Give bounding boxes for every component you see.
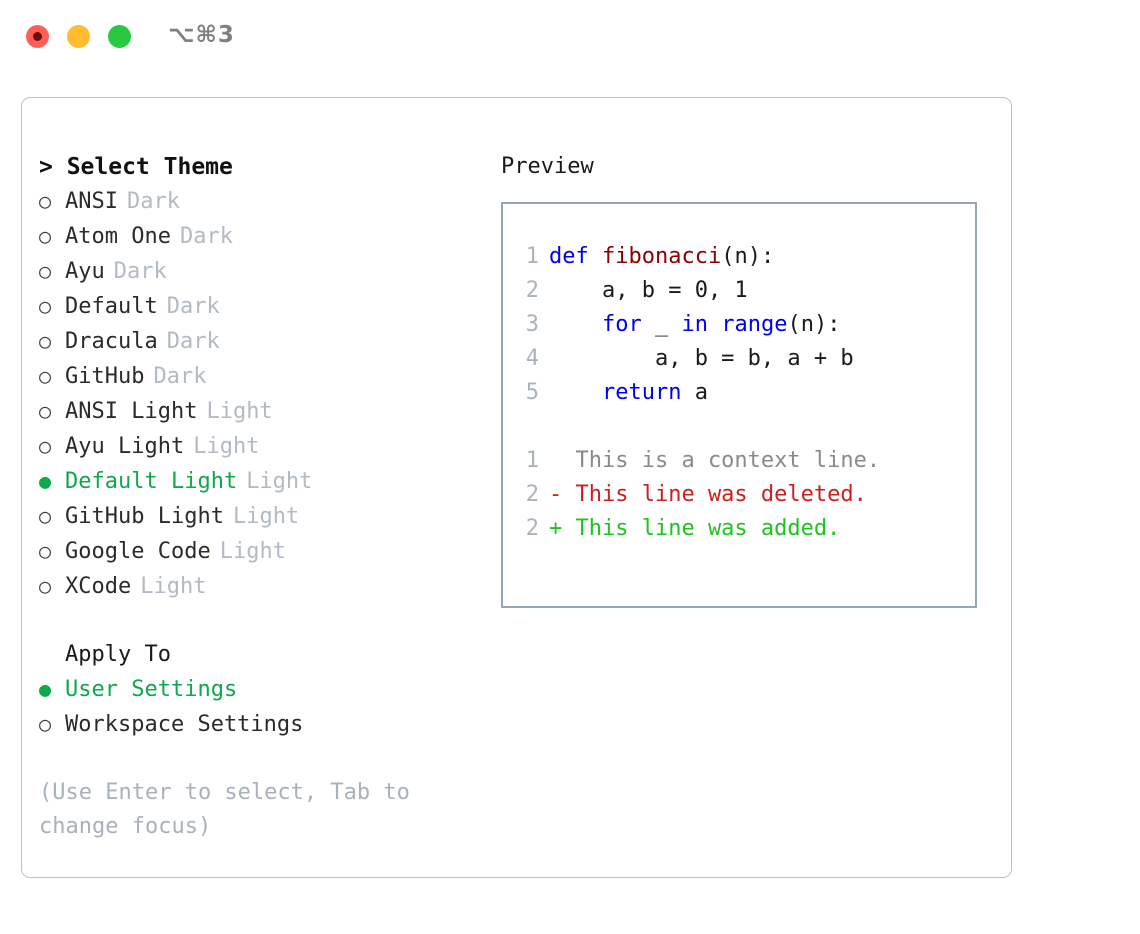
line-number: 1	[525, 448, 539, 473]
theme-list-item[interactable]: ○ GitHub Light Light	[39, 499, 479, 534]
radio-unselected-icon: ○	[39, 259, 52, 283]
theme-category: Light	[206, 399, 273, 424]
code-text: a, b = 0, 1	[549, 278, 748, 303]
keyboard-shortcut-label: ⌥⌘3	[168, 22, 235, 48]
code-text: return a	[601, 380, 708, 405]
code-text: a, b = b, a + b	[549, 346, 854, 371]
theme-list-item[interactable]: ○ Google Code Light	[39, 534, 479, 569]
theme-category: Dark	[113, 259, 167, 284]
keyboard-hint: (Use Enter to select, Tab to change focu…	[39, 780, 424, 839]
theme-category: Dark	[126, 189, 180, 214]
theme-category: Light	[193, 434, 260, 459]
theme-category: Light	[232, 504, 300, 529]
radio-selected-icon: ●	[39, 469, 52, 493]
maximize-button-icon[interactable]	[108, 25, 131, 48]
apply-to-label: User Settings	[65, 677, 238, 702]
theme-list-item[interactable]: ○ GitHub Dark	[39, 359, 479, 394]
code-text: def fibonacci(n):	[549, 244, 775, 269]
diff-line: 2 - This line was deleted.	[503, 478, 975, 512]
theme-category: Light	[140, 574, 207, 599]
preview-heading: Preview	[501, 154, 594, 179]
theme-name: GitHub	[65, 364, 145, 389]
theme-list-item[interactable]: ○ Ayu Dark	[39, 254, 479, 289]
preview-spacer	[503, 410, 975, 444]
theme-list-item[interactable]: ○ Atom One Dark	[39, 219, 479, 254]
theme-name: Ayu	[65, 259, 105, 284]
theme-name: Default	[65, 294, 158, 319]
theme-name: Google Code	[65, 539, 211, 564]
radio-unselected-icon: ○	[39, 539, 52, 563]
line-number: 2	[525, 516, 539, 541]
theme-category: Dark	[166, 294, 220, 319]
close-button-icon[interactable]	[26, 25, 49, 48]
theme-category: Light	[219, 539, 286, 564]
line-number: 2	[525, 482, 539, 507]
radio-selected-icon: ●	[39, 677, 52, 701]
line-number: 1	[525, 244, 539, 269]
theme-category: Light	[246, 469, 313, 494]
title-bar: ⌥⌘3	[0, 0, 1140, 78]
radio-unselected-icon: ○	[39, 189, 52, 213]
theme-list-item[interactable]: ○ XCode Light	[39, 569, 479, 604]
page-title: > Select Theme	[39, 154, 233, 180]
theme-list-item[interactable]: ○ Default Dark	[39, 289, 479, 324]
theme-list-item[interactable]: ○ Ayu Light Light	[39, 429, 479, 464]
theme-category: Dark	[179, 224, 233, 249]
theme-list-item[interactable]: ● Default Light Light	[39, 464, 479, 499]
apply-to-heading: Apply To	[65, 642, 171, 667]
radio-unselected-icon: ○	[39, 434, 52, 458]
apply-to-item[interactable]: ● User Settings	[39, 672, 479, 707]
theme-list-item[interactable]: ○ Dracula Dark	[39, 324, 479, 359]
line-number: 2	[525, 278, 539, 303]
diff-sample: 1 This is a context line. 2 - This line wa…	[503, 444, 975, 546]
radio-unselected-icon: ○	[39, 712, 52, 736]
theme-name: Ayu Light	[65, 434, 185, 459]
theme-category: Dark	[166, 329, 220, 354]
theme-name: Atom One	[65, 224, 171, 249]
window-controls	[26, 25, 131, 48]
diff-text: This is a context line.	[549, 448, 881, 473]
radio-unselected-icon: ○	[39, 399, 52, 423]
theme-list-item[interactable]: ○ ANSI Dark	[39, 184, 479, 219]
diff-text: - This line was deleted.	[549, 482, 867, 507]
theme-name: XCode	[65, 574, 132, 599]
apply-to-item[interactable]: ○ Workspace Settings	[39, 707, 479, 742]
apply-to-label: Workspace Settings	[65, 712, 304, 737]
code-line: 3 for _ in range(n):	[503, 308, 975, 342]
theme-list-item[interactable]: ○ ANSI Light Light	[39, 394, 479, 429]
diff-text: + This line was added.	[549, 516, 841, 541]
theme-name: Default Light	[65, 469, 238, 494]
radio-unselected-icon: ○	[39, 224, 52, 248]
line-number: 3	[525, 312, 539, 337]
theme-category: Dark	[153, 364, 207, 389]
theme-name: ANSI Light	[65, 399, 198, 424]
code-line: 1 def fibonacci(n):	[503, 240, 975, 274]
radio-unselected-icon: ○	[39, 294, 52, 318]
radio-unselected-icon: ○	[39, 364, 52, 388]
theme-name: ANSI	[65, 189, 118, 214]
apply-to-list[interactable]: ● User Settings ○ Workspace Settings	[39, 672, 479, 742]
code-line: 5 return a	[503, 376, 975, 410]
diff-line: 2 + This line was added.	[503, 512, 975, 546]
minimize-button-icon[interactable]	[67, 25, 90, 48]
theme-name: Dracula	[65, 329, 158, 354]
diff-line: 1 This is a context line.	[503, 444, 975, 478]
radio-unselected-icon: ○	[39, 504, 52, 528]
code-line: 2 a, b = 0, 1	[503, 274, 975, 308]
theme-name: GitHub Light	[65, 504, 224, 529]
radio-unselected-icon: ○	[39, 574, 52, 598]
code-line: 4 a, b = b, a + b	[503, 342, 975, 376]
code-text: for _ in range(n):	[601, 312, 841, 337]
apply-to-section: Apply To ● User Settings ○ Workspace Settin…	[39, 638, 479, 742]
radio-unselected-icon: ○	[39, 329, 52, 353]
line-number: 4	[525, 346, 539, 371]
line-number: 5	[525, 380, 539, 405]
